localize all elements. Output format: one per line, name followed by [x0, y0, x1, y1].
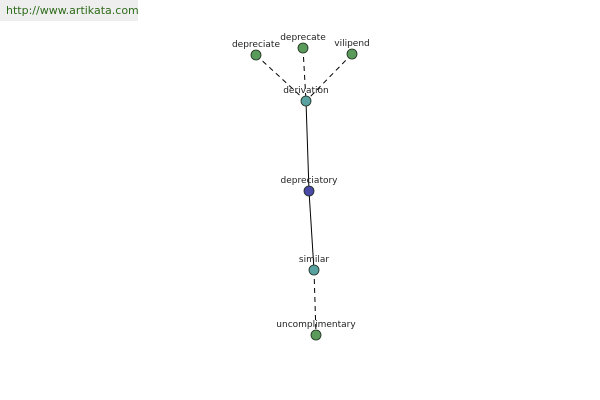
node-label: deprecate: [280, 33, 326, 43]
node-depreciate[interactable]: depreciate: [232, 40, 280, 61]
edge-similar-uncomplimentary: [313, 269, 317, 336]
edge-derivation-depreciatory: [305, 100, 310, 192]
node-marker[interactable]: [310, 329, 322, 341]
node-marker[interactable]: [346, 48, 358, 60]
node-vilipend[interactable]: vilipend: [334, 39, 370, 60]
node-label: similar: [299, 255, 329, 265]
node-marker[interactable]: [308, 264, 320, 276]
node-marker[interactable]: [250, 49, 262, 61]
node-uncomplimentary[interactable]: uncomplimentary: [276, 320, 356, 341]
node-label: depreciatory: [280, 176, 338, 186]
node-depreciatory[interactable]: depreciatory: [280, 176, 338, 197]
node-label: vilipend: [334, 39, 370, 49]
node-marker[interactable]: [297, 42, 309, 54]
edges-layer: [255, 47, 353, 336]
edge-depreciatory-similar: [308, 190, 315, 271]
node-deprecate[interactable]: deprecate: [280, 33, 326, 54]
site-watermark: http://www.artikata.com: [0, 0, 139, 21]
node-derivation[interactable]: derivation: [283, 86, 329, 107]
node-marker[interactable]: [300, 95, 312, 107]
node-similar[interactable]: similar: [299, 255, 329, 276]
edge-vilipend-derivation: [305, 53, 353, 102]
node-marker[interactable]: [303, 185, 315, 197]
node-label: derivation: [283, 86, 329, 96]
node-label: depreciate: [232, 40, 280, 50]
edge-depreciate-derivation: [255, 54, 307, 102]
node-label: uncomplimentary: [276, 320, 356, 330]
